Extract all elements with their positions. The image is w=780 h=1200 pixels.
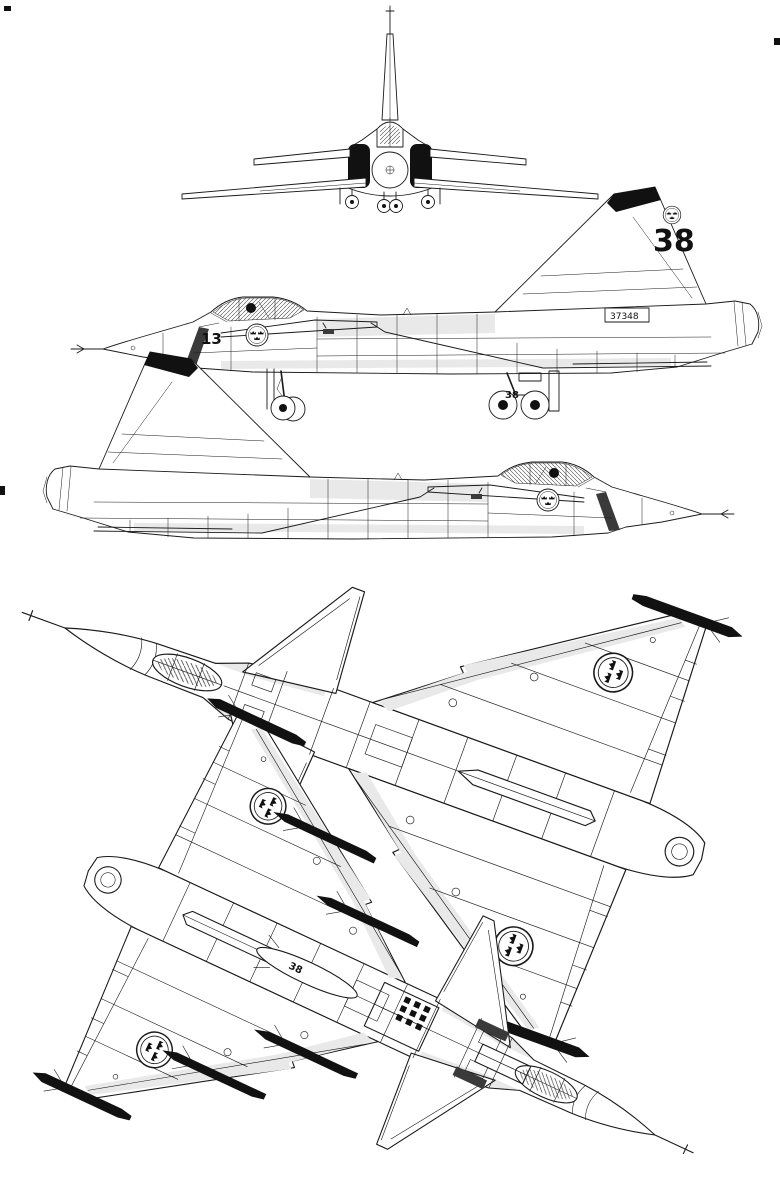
front-view: [181, 5, 599, 213]
fin-crown-badge: [663, 206, 681, 224]
bottom-view: [0, 673, 780, 1200]
tail-number: 38: [653, 224, 695, 259]
underside-stores: [162, 807, 532, 1100]
nose-gear: [377, 191, 403, 213]
underwing-missile: [316, 895, 420, 948]
gear-door-number: 38: [505, 390, 519, 401]
main-wing-left: [181, 177, 367, 200]
scan-artifact: [0, 486, 5, 495]
main-gear: [339, 187, 441, 209]
fuselage-roundel: [246, 324, 268, 346]
underwing-missile: [254, 1029, 359, 1079]
pitot-probe: [385, 5, 395, 35]
main-wing-right: [413, 177, 599, 200]
side-view-gear-down: 13 38 37348 38: [70, 186, 763, 422]
nose-number: 13: [201, 330, 222, 348]
underwing-missile: [273, 812, 377, 864]
side-view-gear-up: [42, 351, 735, 540]
landing-gear: [266, 368, 560, 422]
engine-intake-right: [410, 144, 432, 188]
engine-intake-left: [348, 144, 370, 188]
centerline-tank: [256, 946, 358, 999]
scan-artifact: [774, 38, 780, 45]
underwing-missile: [162, 1050, 267, 1100]
serial-number: 37348: [610, 312, 639, 322]
bottom-view-number: 38: [287, 961, 304, 977]
equipment-bay-grid: [395, 996, 431, 1031]
fuselage-roundel: [537, 489, 559, 511]
canard-left: [253, 148, 351, 166]
scan-artifact: [4, 6, 11, 11]
canard-right: [429, 148, 527, 166]
